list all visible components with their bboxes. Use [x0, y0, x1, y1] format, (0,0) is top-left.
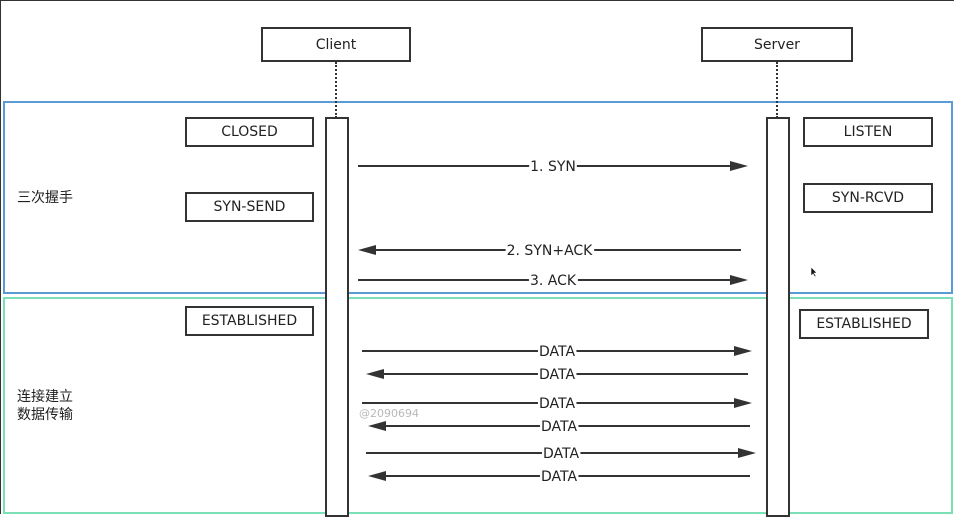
message-arrow-6: DATA: [362, 396, 752, 412]
arrowhead: [730, 275, 748, 285]
arrowhead: [734, 346, 752, 356]
message-label-background: [539, 469, 579, 485]
transfer-label-line-2: 数据传输: [17, 407, 73, 423]
server-state-listen: LISTEN: [803, 117, 933, 147]
handshake-section-label: 三次握手: [17, 190, 73, 206]
client-actor-box: Client: [261, 27, 411, 62]
message-label: DATA: [539, 344, 575, 360]
message-label: DATA: [541, 419, 577, 435]
arrowhead: [358, 245, 376, 255]
arrowhead: [734, 398, 752, 408]
message-label: 1. SYN: [530, 159, 576, 175]
server-state-established: ESTABLISHED: [799, 309, 929, 339]
message-arrow-3: 3. ACK: [358, 273, 748, 289]
message-label: DATA: [539, 367, 575, 383]
message-label-background: [528, 273, 578, 289]
message-label: DATA: [539, 396, 575, 412]
server-actor-box: Server: [701, 27, 853, 62]
message-arrow-8: DATA: [366, 446, 756, 462]
message-label-background: [539, 419, 579, 435]
message-label: DATA: [543, 446, 579, 462]
client-state-syn-send: SYN-SEND: [185, 192, 314, 222]
transfer-label-line-1: 连接建立: [17, 389, 73, 405]
client-lifeline: [335, 62, 337, 118]
server-activation-bar: [766, 117, 790, 517]
client-activation-bar: [325, 117, 349, 517]
message-arrow-1: 1. SYN: [358, 159, 748, 175]
message-label: 3. ACK: [530, 273, 577, 289]
message-label-background: [541, 446, 581, 462]
message-arrow-7: DATA: [368, 419, 750, 435]
watermark: @2090694: [359, 407, 419, 420]
arrowhead: [730, 161, 748, 171]
transfer-section-label: 连接建立 数据传输: [17, 388, 73, 424]
handshake-section: [3, 101, 953, 294]
arrowhead: [366, 369, 384, 379]
mouse-cursor-icon: [810, 266, 818, 278]
message-arrow-2: 2. SYN+ACK: [358, 243, 741, 259]
message-label: DATA: [541, 469, 577, 485]
data-transfer-section: [3, 297, 953, 514]
message-arrow-9: DATA: [368, 469, 750, 485]
server-state-syn-rcvd: SYN-RCVD: [803, 183, 933, 213]
client-state-closed: CLOSED: [185, 117, 314, 147]
server-lifeline: [776, 62, 778, 118]
message-label: 2. SYN+ACK: [507, 243, 594, 259]
arrowhead: [368, 421, 386, 431]
message-label-background: [537, 344, 577, 360]
message-label-background: [505, 243, 595, 259]
message-arrow-4: DATA: [362, 344, 752, 360]
client-state-established: ESTABLISHED: [185, 306, 314, 336]
message-label-background: [537, 367, 577, 383]
arrowhead: [738, 448, 756, 458]
message-label-background: [537, 396, 577, 412]
message-label-background: [529, 159, 577, 175]
message-arrow-5: DATA: [366, 367, 748, 383]
arrowhead: [368, 471, 386, 481]
